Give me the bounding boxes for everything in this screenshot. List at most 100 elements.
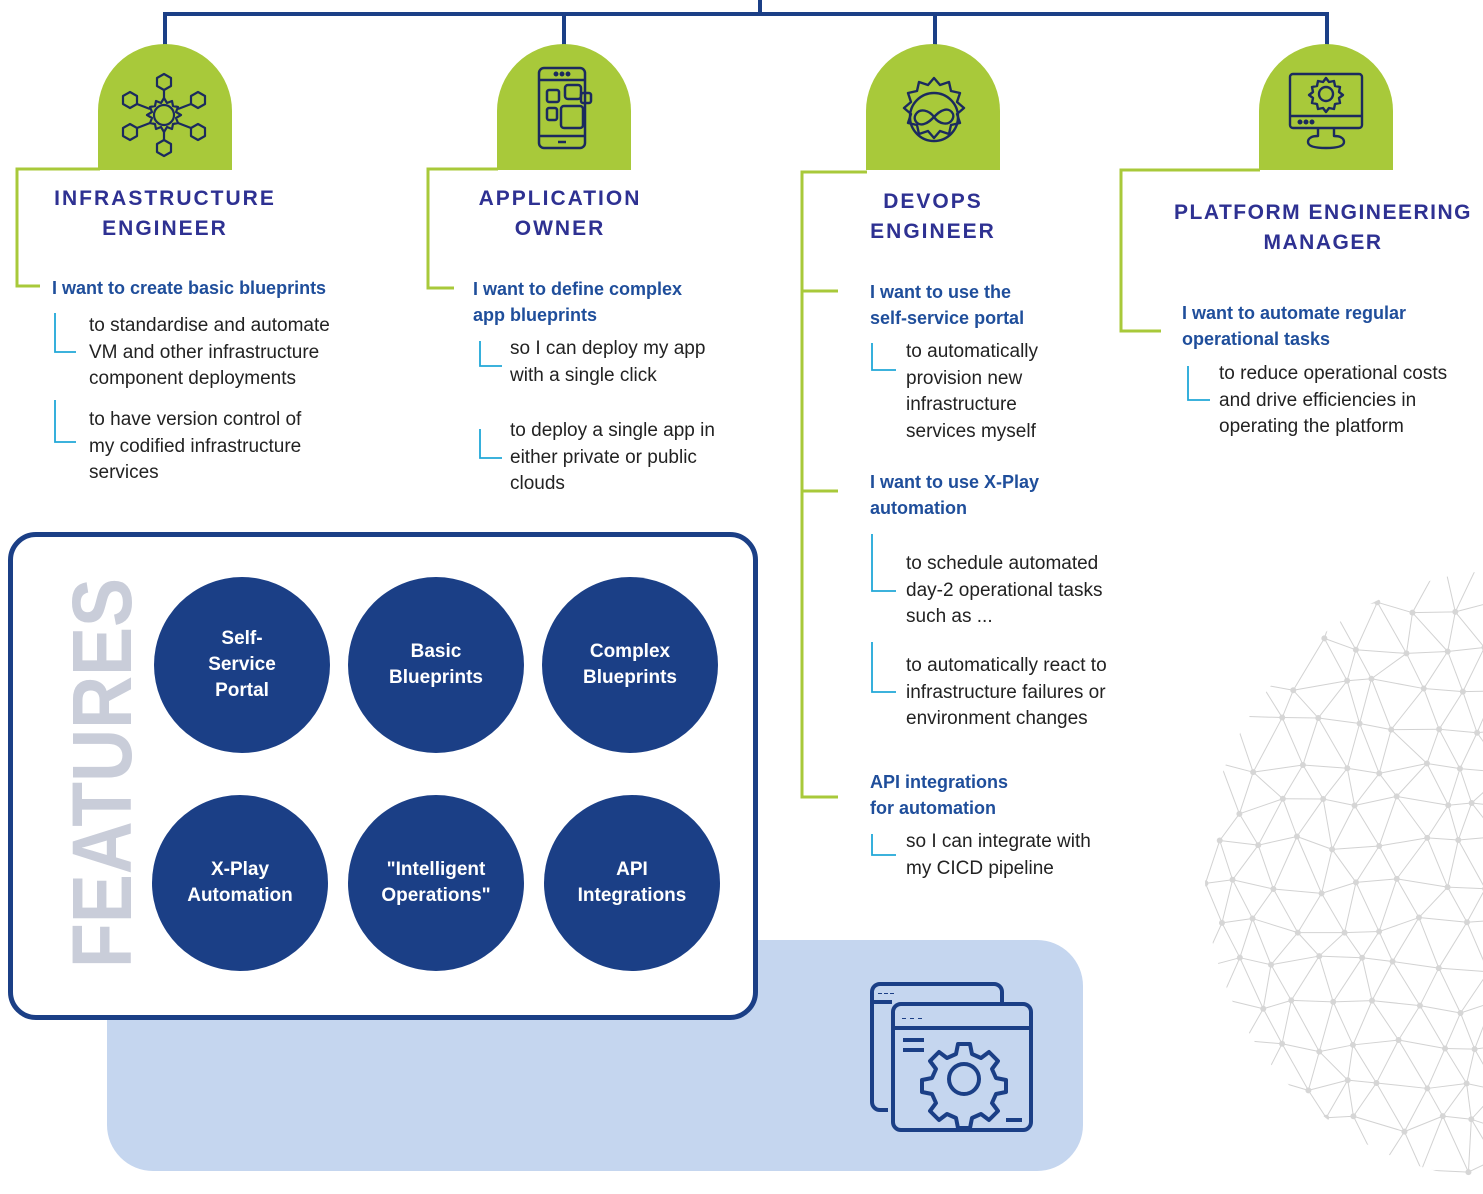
sphere-edge (1460, 971, 1483, 1014)
role-title-infrastructure: INFRASTRUCTURE ENGINEER (54, 187, 276, 240)
sphere-node (1270, 886, 1277, 893)
monitor-gear-icon (1288, 72, 1364, 150)
sphere-edge (1405, 612, 1413, 654)
sphere-edge (1448, 802, 1472, 806)
sphere-edge (1471, 802, 1483, 837)
sphere-edge (1426, 804, 1449, 839)
sphere-edge (1352, 1044, 1377, 1084)
sphere-node (1279, 714, 1286, 721)
sphere-edge (1476, 732, 1483, 773)
sphere-node (1236, 810, 1243, 817)
sphere-edge (1292, 689, 1319, 719)
sphere-edge (1390, 688, 1425, 730)
sphere-edge (1423, 651, 1449, 689)
sphere-edge (1396, 878, 1448, 888)
sphere-node (1418, 1166, 1425, 1173)
sphere-edge (1378, 878, 1398, 932)
sphere-edge (1282, 764, 1304, 800)
sphere-edge (1232, 879, 1254, 919)
sphere-edge (1291, 999, 1334, 1003)
sphere-edge (1205, 967, 1223, 999)
sphere-node (1465, 1169, 1472, 1176)
sphere-edge (1442, 1083, 1468, 1117)
sphere-node (1351, 802, 1358, 809)
sphere-edge (1347, 678, 1372, 682)
sphere-node (1389, 958, 1396, 965)
sphere-edge (1346, 680, 1361, 724)
sphere-edge (1232, 844, 1259, 881)
sphere-edge (1257, 798, 1284, 846)
sphere-edge (1476, 690, 1483, 733)
sphere-node (1373, 1079, 1380, 1086)
sphere-node (1424, 1085, 1431, 1092)
sphere-edge (1398, 1039, 1446, 1049)
sphere-node (1323, 1114, 1330, 1121)
sphere-node (1352, 879, 1359, 886)
sphere-edge (1302, 764, 1324, 800)
sphere-node (1255, 842, 1262, 849)
sphere-edge (1474, 1048, 1483, 1091)
sphere-node (1316, 1048, 1323, 1055)
reason-text: to deploy a single app in either private… (510, 420, 715, 494)
sphere-edge (1379, 762, 1428, 774)
reason-text: to automatically react to infrastructure… (906, 655, 1107, 729)
sphere-node (1442, 1045, 1449, 1052)
sphere-edge (1447, 886, 1483, 890)
sphere-node (1456, 765, 1463, 772)
sphere-edge (1355, 882, 1380, 932)
sphere-edge (1447, 839, 1459, 888)
feature-api-integrations: API Integrations (544, 795, 720, 971)
sphere-edge (1262, 1008, 1283, 1045)
sphere-edge (1205, 957, 1240, 969)
sphere-edge (1321, 849, 1333, 894)
sphere-node (1439, 1113, 1446, 1120)
sphere-node (1457, 1009, 1464, 1016)
sphere-edge (1281, 1043, 1320, 1053)
sphere-edge (1252, 888, 1274, 919)
sphere-edge (1332, 1001, 1354, 1046)
svg-text:FEATURES: FEATURES (55, 578, 149, 968)
sphere-edge (1439, 728, 1478, 734)
sphere-edge (1262, 964, 1272, 1009)
sphere-edge (1447, 805, 1459, 841)
sphere-edge (1323, 798, 1355, 806)
sphere-edge (1359, 678, 1372, 724)
sphere-edge (1438, 967, 1461, 1014)
sphere-edge (1466, 922, 1483, 972)
sphere-node (1344, 677, 1351, 684)
sphere-edge (1326, 1115, 1354, 1119)
sphere-edge (1377, 601, 1413, 614)
sphere-edge (1426, 763, 1449, 806)
sphere-edge (1318, 955, 1334, 1003)
sphere-edge (1470, 1089, 1483, 1120)
sphere-edge (1445, 1047, 1475, 1050)
sphere-edge (1396, 878, 1420, 918)
sphere-edge (1426, 837, 1449, 888)
sphere-edge (1221, 998, 1264, 1010)
sphere-edge (1438, 691, 1464, 730)
sphere-edge (1239, 918, 1254, 958)
sphere-edge (1458, 836, 1483, 841)
sphere-node (1260, 1005, 1267, 1012)
sphere-edge (1418, 917, 1440, 969)
reason-text: to standardise and automate VM and other… (89, 315, 330, 389)
role-title-devops: DEVOPS ENGINEER (870, 190, 996, 243)
sphere-edge (1398, 1005, 1421, 1041)
role-tab-infrastructure (98, 44, 232, 170)
sphere-edge (1418, 886, 1448, 918)
want-heading: I want to automate regular operational t… (1182, 303, 1407, 349)
sphere-node (1376, 928, 1383, 935)
sphere-edge (1308, 1079, 1348, 1091)
sphere-edge (1318, 717, 1360, 724)
sphere-edge (1352, 1000, 1373, 1046)
sphere-node (1205, 880, 1209, 887)
sphere-node (1315, 714, 1322, 721)
reason-connectors (54, 313, 1210, 856)
sphere-edge (1302, 764, 1348, 769)
sphere-edge (1378, 796, 1398, 847)
sphere-edge (1233, 715, 1254, 773)
sphere-node (1459, 688, 1466, 695)
want-heading: I want to use the self-service portal (870, 282, 1025, 328)
sphere-edge (1281, 690, 1294, 718)
sphere-edge (1346, 723, 1361, 769)
